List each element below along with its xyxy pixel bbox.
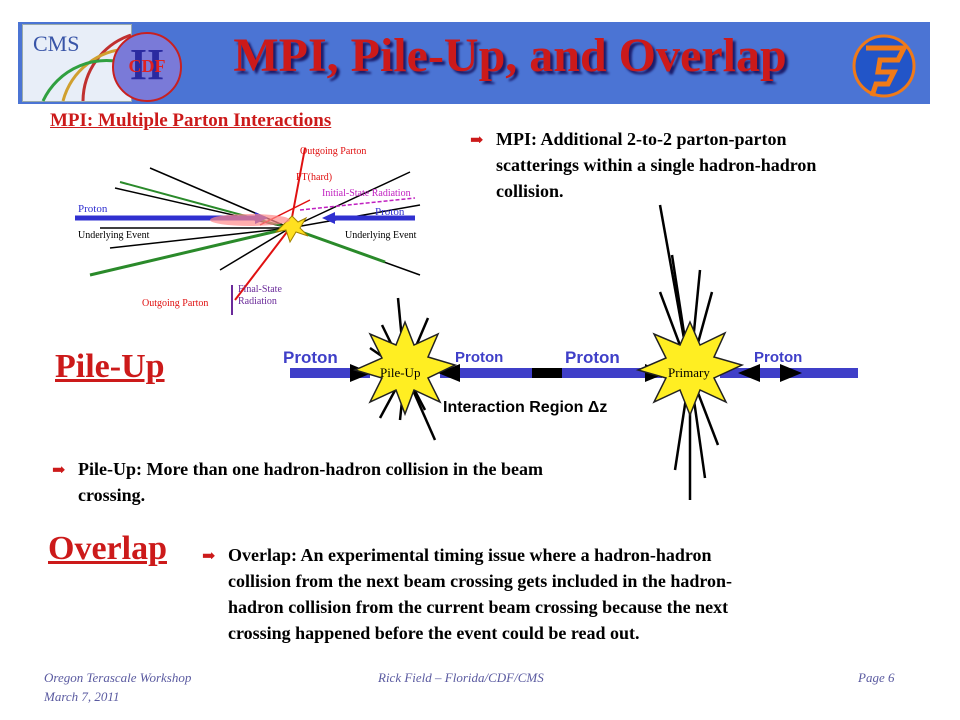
pileup-definition: ➡ Pile-Up: More than one hadron-hadron c… <box>52 456 732 505</box>
fsr-label-1: Final-State <box>238 284 282 295</box>
fsr-label-2: Radiation <box>238 296 277 307</box>
uf-gator-logo <box>852 34 916 98</box>
footer-date: March 7, 2011 <box>44 689 120 704</box>
isr-label: Initial-State Radiation <box>322 188 411 199</box>
footer-page-number: Page 6 <box>858 670 895 685</box>
cdf-logo-roman: II <box>129 40 165 89</box>
overlap-def-line-1: Overlap: An experimental timing issue wh… <box>228 545 712 565</box>
mpi-heading: MPI: Multiple Parton Interactions <box>50 110 332 131</box>
mpi-def-line-1: MPI: Additional 2-to-2 parton-parton <box>496 129 787 149</box>
mpi-definition: ➡ MPI: Additional 2-to-2 parton-parton s… <box>470 126 930 201</box>
pileup-proton-label-3: Proton <box>565 348 620 367</box>
pt-hard-label: PT(hard) <box>296 172 332 183</box>
mpi-proton-right-label: Proton <box>375 206 405 218</box>
overlap-heading: Overlap <box>48 530 167 567</box>
overlap-definition: ➡ Overlap: An experimental timing issue … <box>202 542 922 643</box>
pileup-heading: Pile-Up <box>55 348 165 385</box>
overlap-def-line-3: hadron collision from the current beam c… <box>228 597 729 617</box>
ue-left-label: Underlying Event <box>78 230 150 241</box>
outgoing-parton-top-label: Outgoing Parton <box>300 146 366 157</box>
ue-right-label: Underlying Event <box>345 230 417 241</box>
pileup-proton-label-2: Proton <box>455 349 503 366</box>
primary-star-label: Primary <box>668 365 710 380</box>
mpi-def-line-2: scatterings within a single hadron-hadro… <box>496 155 817 175</box>
footer-workshop: Oregon Terascale Workshop <box>44 670 192 685</box>
cms-logo-text: CMS <box>33 31 80 56</box>
bullet-arrow-icon: ➡ <box>202 548 216 565</box>
bullet-arrow-icon: ➡ <box>52 462 66 479</box>
slide-title: MPI, Pile-Up, and Overlap <box>233 29 787 82</box>
interaction-region-label: Interaction Region Δz <box>443 399 607 416</box>
bullet-arrow-icon: ➡ <box>470 132 484 149</box>
overlap-def-line-2: collision from the next beam crossing ge… <box>228 571 733 591</box>
mpi-proton-left-label: Proton <box>78 203 108 215</box>
pileup-star-label: Pile-Up <box>380 365 420 380</box>
overlap-def-line-4: crossing happened before the event could… <box>228 623 640 643</box>
primary-star <box>635 320 745 418</box>
pileup-star <box>352 319 458 417</box>
pileup-def-line-1: Pile-Up: More than one hadron-hadron col… <box>78 459 544 479</box>
pileup-proton-label-1: Proton <box>283 348 338 367</box>
cdf-logo-text: CDF <box>128 56 166 76</box>
footer-author: Rick Field – Florida/CDF/CMS <box>378 670 544 685</box>
pileup-proton-label-4: Proton <box>754 349 802 366</box>
cdf-logo: II CDF <box>112 32 182 102</box>
pileup-def-line-2: crossing. <box>78 485 146 505</box>
outgoing-parton-bottom-label: Outgoing Parton <box>142 298 208 309</box>
mpi-def-line-3: collision. <box>496 181 564 201</box>
